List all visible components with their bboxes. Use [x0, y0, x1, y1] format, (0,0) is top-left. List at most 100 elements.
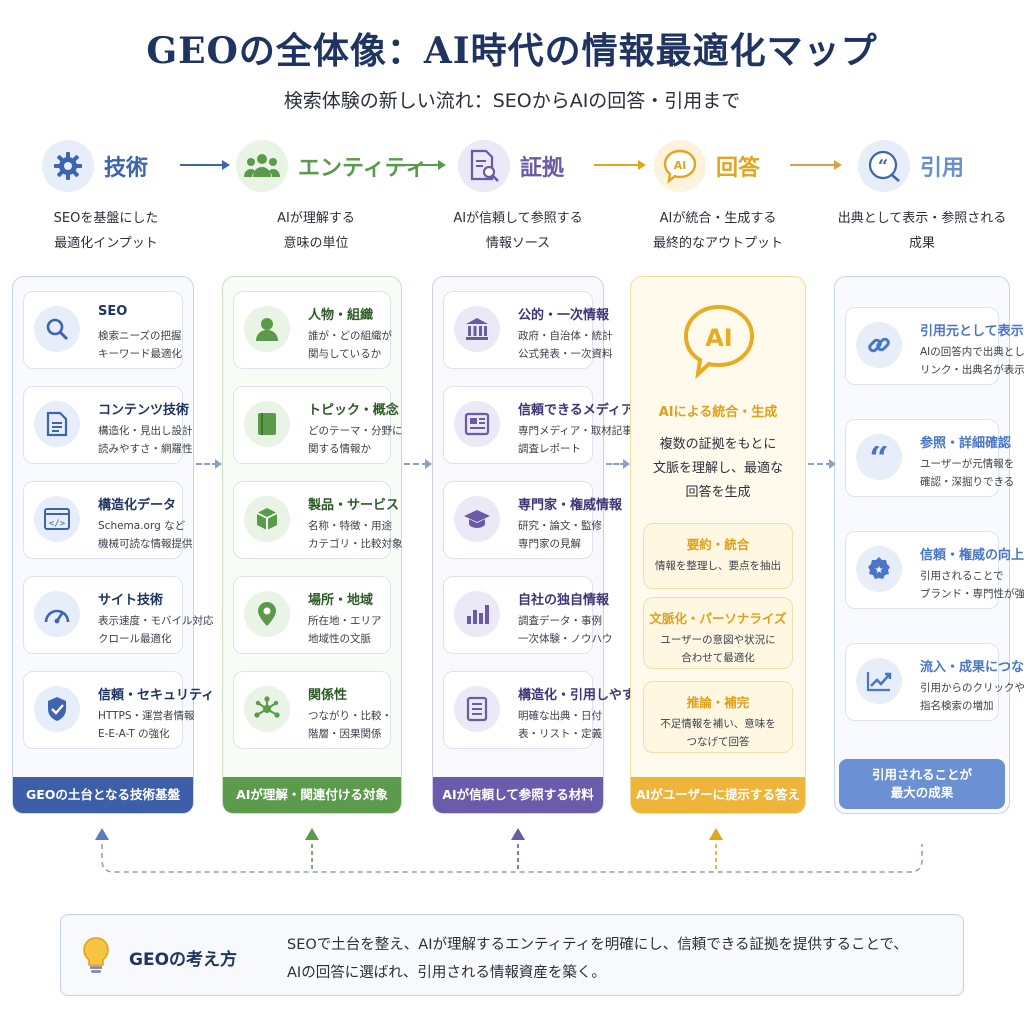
book-icon [244, 401, 290, 447]
dashed-arrow [808, 459, 836, 469]
column-tech: SEO 検索ニーズの把握キーワード最適化 コンテンツ技術 構造化・見出し設計読み… [12, 276, 214, 814]
box-icon [244, 496, 290, 542]
page-title: GEOの全体像：AI時代の情報最適化マップ [146, 30, 878, 72]
column-footer: GEOの土台となる技術基盤 [13, 777, 193, 813]
network-icon [244, 686, 290, 732]
dashed-arrow [404, 459, 432, 469]
flow-label: エンティティ [298, 156, 428, 181]
gear-icon [42, 140, 94, 192]
svg-text:AI: AI [674, 159, 687, 172]
flow-step-tech: 技術 [42, 138, 148, 194]
ai-bubble-icon: AI [679, 301, 759, 381]
svg-text:★: ★ [875, 565, 884, 576]
column-entity: 人物・組織 誰が・どの組織が関与しているか トピック・概念 どのテーマ・分野に関… [222, 276, 403, 814]
list-item: 場所・地域 所在地・エリア地域性の文脈 [233, 576, 391, 654]
lightbulb-icon [81, 935, 111, 977]
answer-sub-card: 推論・補完 不足情報を補い、意味をつなげて回答 [643, 681, 793, 753]
flow-desc-answer: AIが統合・生成する最終的なアウトプット [652, 211, 783, 251]
flow-arrow [398, 160, 446, 170]
up-arrow [511, 828, 525, 840]
link-icon [856, 322, 902, 368]
column-footer: AIがユーザーに提示する答え [631, 777, 805, 813]
shield-icon [34, 686, 80, 732]
ai-bubble-icon: AI [654, 140, 706, 192]
list-item: 製品・サービス 名称・特徴・用途カテゴリ・比較対象 [233, 481, 403, 559]
up-arrow [709, 828, 723, 840]
list-item: 公的・一次情報 政府・自治体・統計公式発表・一次資料 [443, 291, 613, 369]
flow-arrow [790, 160, 842, 170]
callout-label: GEOの考え方 [129, 950, 238, 970]
document-icon [34, 401, 80, 447]
quote-icon: “ [856, 434, 902, 480]
feedback-loop [101, 844, 923, 873]
column-footer: 引用されることが最大の成果 [839, 759, 1005, 809]
column-evidence: 公的・一次情報 政府・自治体・統計公式発表・一次資料 信頼できるメディア 専門メ… [432, 276, 648, 814]
flow-desc-entity: AIが理解する意味の単位 [277, 211, 355, 251]
document-search-icon [458, 140, 510, 192]
newspaper-icon [454, 401, 500, 447]
list-item: SEO 検索ニーズの把握キーワード最適化 [23, 291, 183, 369]
list-item: コンテンツ技術 構造化・見出し設計読みやすさ・網羅性 [23, 386, 193, 464]
column-answer: AI AIによる統合・生成 複数の証拠をもとに文脈を理解し、最適な回答を生成 要… [630, 276, 806, 814]
answer-heading: AIによる統合・生成 [658, 405, 778, 420]
list-document-icon [454, 686, 500, 732]
column-footer: AIが理解・関連付ける対象 [223, 777, 401, 813]
callout-text: SEOで土台を整え、AIが理解するエンティティを明確にし、信頼できる証拠を提供す… [287, 937, 908, 953]
dashed-arrow [606, 459, 630, 469]
building-icon [454, 306, 500, 352]
flow-step-answer: AI 回答 [654, 138, 760, 194]
graduation-cap-icon [454, 496, 500, 542]
flow-desc-citation: 出典として表示・参照される成果 [837, 211, 1007, 251]
list-item: 人物・組織 誰が・どの組織が関与しているか [233, 291, 392, 369]
pin-icon [244, 591, 290, 637]
answer-body: 複数の証拠をもとに文脈を理解し、最適な回答を生成 [652, 437, 783, 500]
flow-step-evidence: 証拠 [458, 138, 564, 194]
search-icon [34, 306, 80, 352]
column-citation: 引用元として表示 AIの回答内で出典としてリンク・出典名が表示 “ 参照・詳細確… [834, 276, 1024, 814]
flow-desc-tech: SEOを基盤にした最適化インプット [53, 211, 159, 251]
list-item: 信頼できるメディア 専門メディア・取材記事調査レポート [443, 386, 634, 464]
person-icon [244, 306, 290, 352]
flow-step-citation: “ 引用 [858, 138, 964, 194]
quote-icon: “ [858, 140, 910, 192]
list-item: サイト技術 表示速度・モバイル対応クロール最適化 [23, 576, 214, 654]
list-item: “ 参照・詳細確認 ユーザーが元情報を確認・深掘りできる [845, 419, 1014, 497]
flow-label: 証拠 [520, 156, 565, 181]
flow-step-entity: エンティティ [236, 138, 427, 194]
badge-icon: ★ [856, 546, 902, 592]
up-arrow [305, 828, 319, 840]
callout-text: AIの回答に選ばれ、引用される情報資産を築く。 [287, 965, 606, 981]
trend-icon [856, 658, 902, 704]
svg-text:“: “ [869, 446, 889, 468]
page-subtitle: 検索体験の新しい流れ：SEOからAIの回答・引用まで [283, 90, 741, 112]
svg-text:</>: </> [49, 519, 66, 529]
list-item: 専門家・権威情報 研究・論文・監修専門家の見解 [443, 481, 622, 559]
list-item: 構造化・引用しやすさ 明確な出典・日付表・リスト・定義 [443, 671, 648, 749]
svg-text:AI: AI [705, 324, 733, 352]
up-arrow [95, 828, 109, 840]
dashed-arrow [196, 459, 222, 469]
svg-text:“: “ [878, 156, 888, 177]
list-item: トピック・概念 どのテーマ・分野に関する情報か [233, 386, 403, 464]
list-item: 自社の独自情報 調査データ・事例一次体験・ノウハウ [443, 576, 613, 654]
list-item: ★ 信頼・権威の向上 引用されることでブランド・専門性が強化 [845, 531, 1024, 609]
bar-chart-icon [454, 591, 500, 637]
flow-label: 技術 [104, 156, 149, 181]
answer-sub-card: 要約・統合 情報を整理し、要点を抽出 [643, 523, 793, 589]
list-item: 関係性 つながり・比較・階層・因果関係 [233, 671, 392, 749]
answer-sub-card: 文脈化・パーソナライズ ユーザーの意図や状況に合わせて最適化 [643, 597, 793, 669]
list-item: </> 構造化データ Schema.org など機械可読な情報提供 [23, 481, 193, 559]
flow-arrow [180, 160, 230, 170]
flow-label: 引用 [920, 156, 965, 181]
flow-label: 回答 [716, 156, 761, 181]
flow-arrow [594, 160, 646, 170]
list-item: 引用元として表示 AIの回答内で出典としてリンク・出典名が表示 [845, 307, 1024, 385]
people-icon [236, 140, 288, 192]
code-icon: </> [34, 496, 80, 542]
column-footer: AIが信頼して参照する材料 [433, 777, 603, 813]
flow-desc-evidence: AIが信頼して参照する情報ソース [453, 211, 583, 251]
summary-callout: GEOの考え方 SEOで土台を整え、AIが理解するエンティティを明確にし、信頼で… [60, 914, 964, 996]
speedometer-icon [34, 591, 80, 637]
